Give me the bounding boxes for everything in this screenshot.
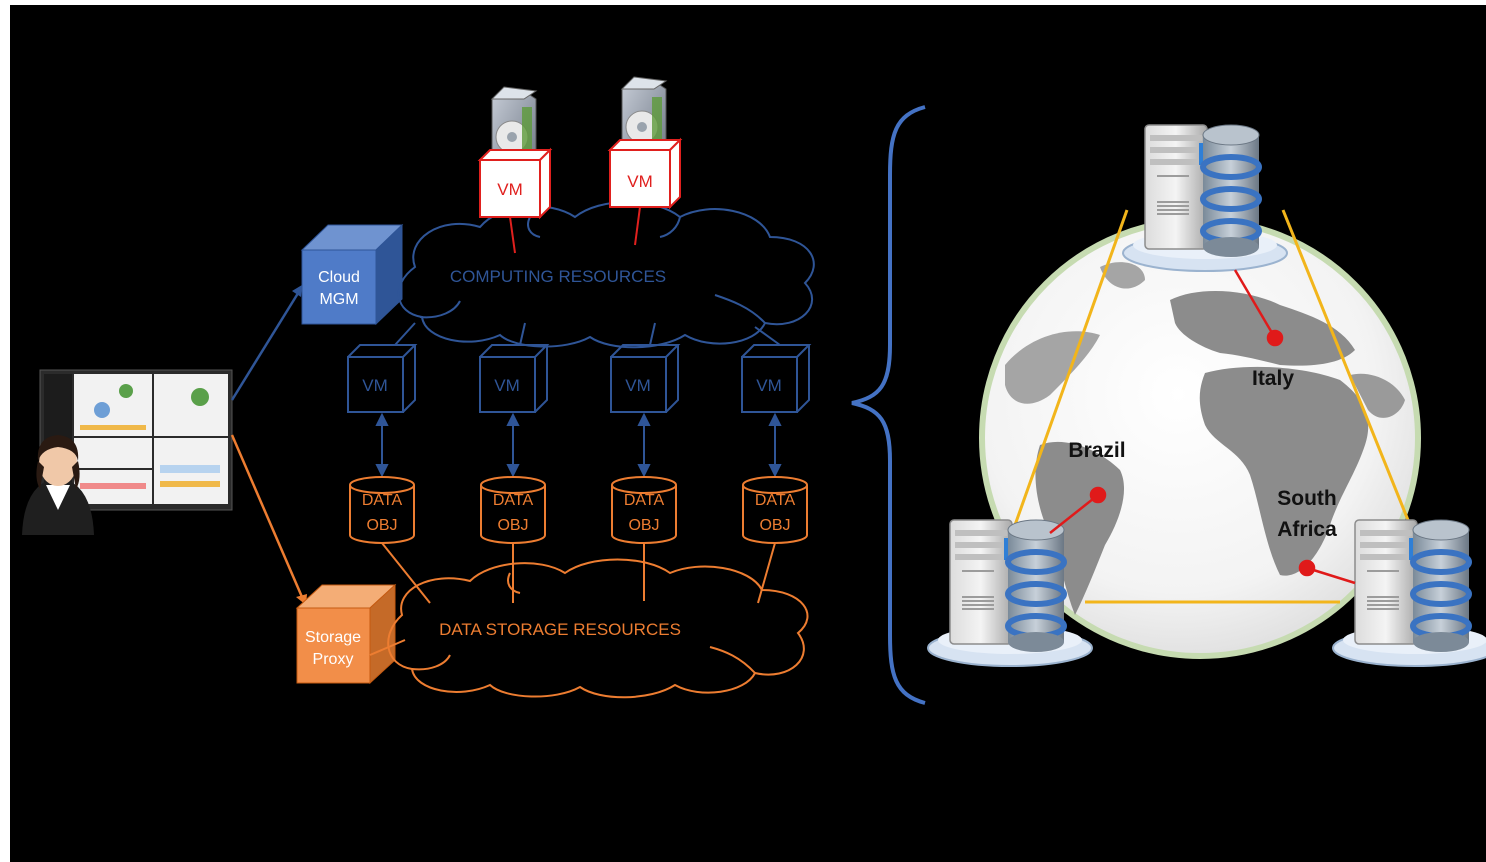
user-to-storage-proxy-arrow [230, 434, 307, 605]
vm-cube-3-label: VM [625, 376, 651, 395]
vm-data-links [375, 412, 782, 478]
vm-cube-1-label: VM [362, 376, 388, 395]
data-obj-2-line1: DATA [493, 492, 534, 509]
vm-red-cube-1: VM [477, 147, 553, 220]
computing-resources-cloud [397, 201, 815, 349]
diagram-canvas: Cloud MGM Storage Proxy COMPUTING RESOUR… [10, 5, 1486, 862]
data-obj-1-line2: OBJ [366, 517, 397, 534]
vm-cube-2-label: VM [494, 376, 520, 395]
site-markers [1049, 269, 1356, 585]
vm-cube-1 [347, 344, 418, 413]
vm-cube-3 [610, 344, 681, 413]
server-database-icon [1333, 520, 1486, 666]
data-obj-2-line2: OBJ [497, 517, 528, 534]
vm-red-1-label: VM [497, 180, 523, 199]
storage-proxy-label-line1: Storage [305, 629, 361, 646]
vm-red-2-label: VM [627, 172, 653, 191]
curly-brace [851, 105, 926, 705]
data-obj-4-line2: OBJ [759, 517, 790, 534]
cloud-mgm-label-line1: Cloud [318, 269, 360, 286]
vm-cube-4-label: VM [756, 376, 782, 395]
data-obj-3-line2: OBJ [628, 517, 659, 534]
site-label-south-africa-line2: Africa [1277, 518, 1337, 541]
computing-resources-label: COMPUTING RESOURCES [450, 267, 666, 286]
site-links [1013, 209, 1412, 604]
vm-red-cube-2: VM [607, 137, 683, 210]
data-obj-1-line1: DATA [362, 492, 403, 509]
data-storage-resources-label: DATA STORAGE RESOURCES [439, 620, 681, 639]
data-storage-resources-cloud [387, 558, 809, 699]
cloud-mgm-cube: Cloud MGM [300, 223, 404, 326]
diagram-svg: Cloud MGM Storage Proxy COMPUTING RESOUR… [22, 76, 1486, 705]
data-obj-4-line1: DATA [755, 492, 796, 509]
vm-cube-2 [479, 344, 550, 413]
vm-cube-4 [741, 344, 812, 413]
site-label-south-africa-line1: South [1277, 487, 1336, 510]
storage-proxy-cube: Storage Proxy [295, 583, 397, 685]
site-label-italy: Italy [1252, 367, 1294, 390]
user-to-cloud-mgm-arrow [230, 285, 302, 401]
cloud-mgm-label-line2: MGM [319, 291, 358, 308]
user-icon [22, 435, 94, 535]
data-obj-3-line1: DATA [624, 492, 665, 509]
storage-proxy-label-line2: Proxy [313, 651, 354, 668]
site-label-brazil: Brazil [1068, 439, 1125, 462]
server-database-icon [1123, 125, 1287, 271]
